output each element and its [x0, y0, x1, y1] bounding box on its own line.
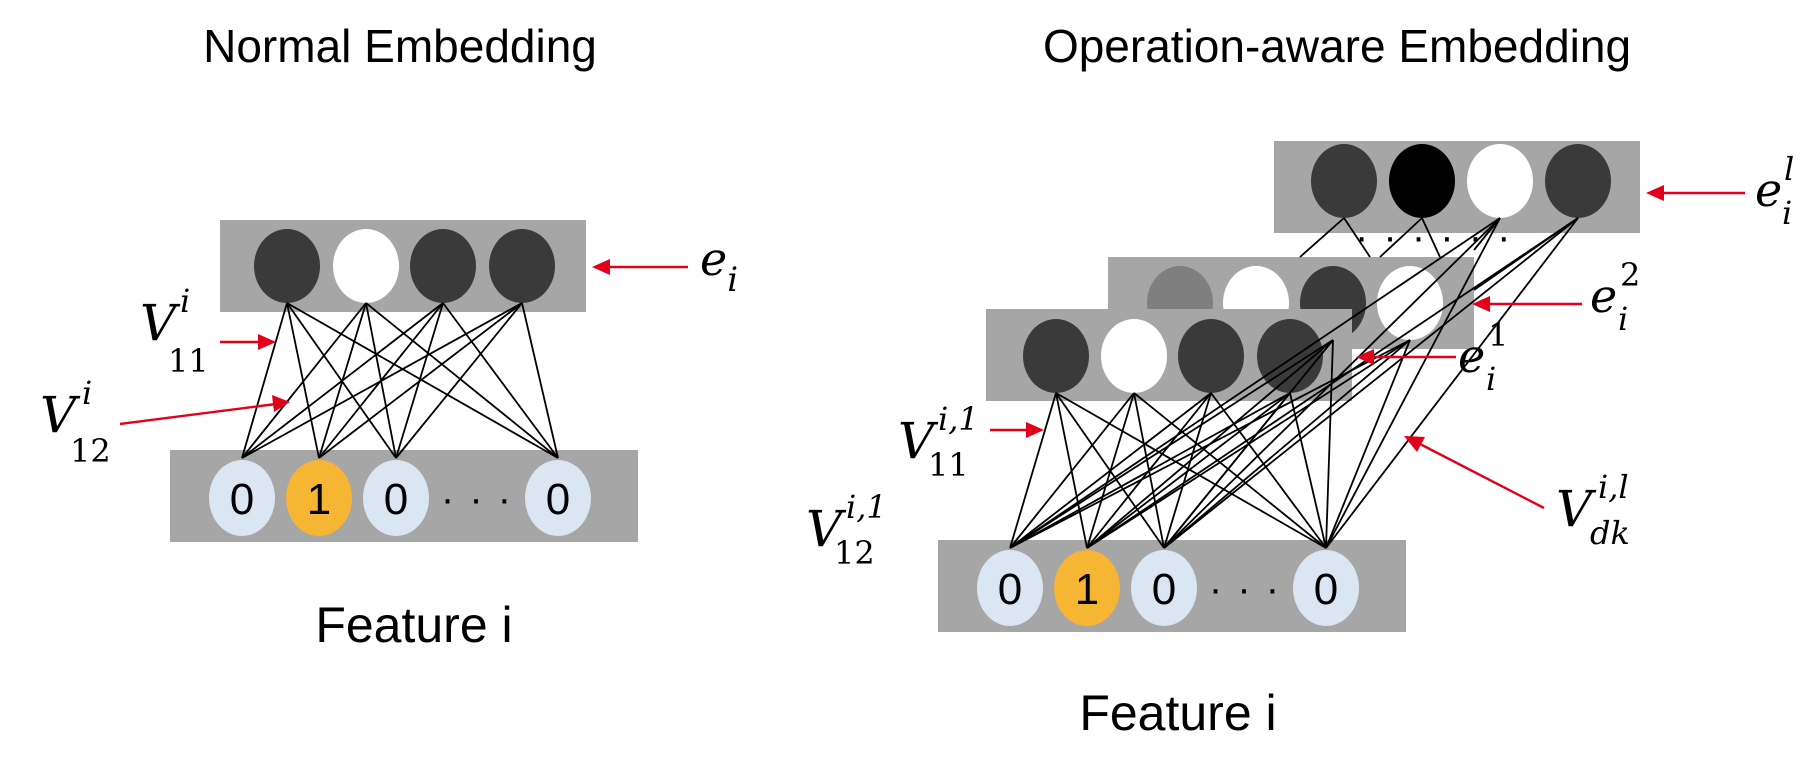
right-e2-arrowhead	[1472, 296, 1490, 312]
left-feature-label: Feature i	[315, 597, 512, 653]
right-vdk-sup: i,l	[1598, 468, 1629, 506]
right-e2-sup: 2	[1620, 256, 1640, 294]
left-v11-sub: 11	[168, 342, 209, 380]
left-e-arrowhead	[592, 259, 610, 275]
right-layer-1-node	[1178, 319, 1244, 393]
right-el-base: e	[1755, 163, 1782, 217]
right-layer-l-node	[1389, 144, 1455, 218]
left-onehot-node	[363, 460, 429, 536]
left-embedding-node	[489, 229, 555, 303]
right-v12-base: V	[806, 500, 847, 558]
left-embedding-node	[410, 229, 476, 303]
right-layer-l-node	[1311, 144, 1377, 218]
right-onehot-node	[977, 550, 1043, 626]
left-v12-arrow	[119, 402, 277, 426]
left-v12-label: V	[40, 386, 81, 444]
left-embedding-node	[254, 229, 320, 303]
left-onehot-node	[525, 460, 591, 536]
right-e1-sub: i	[1486, 360, 1496, 398]
left-onehot-node	[209, 460, 275, 536]
left-onehot-value: 1	[307, 475, 331, 524]
right-layer-1-node	[1101, 319, 1167, 393]
left-onehot-value: 0	[384, 475, 408, 524]
right-v12-sup: i,1	[846, 488, 887, 526]
left-onehot-value: 0	[230, 475, 254, 524]
left-v12-sub: 12	[70, 432, 111, 470]
right-feature-label: Feature i	[1079, 685, 1276, 741]
left-title: Normal Embedding	[203, 20, 597, 72]
right-v11-base: V	[898, 412, 939, 470]
right-el-sup: l	[1784, 150, 1794, 188]
left-embedding-node	[333, 229, 399, 303]
right-layer-l-node	[1467, 144, 1533, 218]
right-onehot-value: 1	[1075, 565, 1099, 614]
left-onehot-value: 0	[546, 475, 570, 524]
right-layer-1-node	[1257, 319, 1323, 393]
right-v11-arrowhead	[1026, 422, 1044, 438]
right-v12-sub: 12	[834, 534, 875, 572]
left-onehot-ellipsis: · · ·	[441, 477, 513, 521]
right-weight-lines	[1009, 217, 1579, 549]
right-onehot-value: 0	[1152, 565, 1176, 614]
right-v11-sub: 11	[928, 446, 969, 484]
right-layer-dots: · · · · · ·	[1355, 215, 1513, 259]
left-e-label: ei	[700, 232, 738, 300]
right-onehot-node-active	[1054, 550, 1120, 626]
right-e1-sup: 1	[1488, 316, 1508, 354]
right-onehot-ellipsis: · · ·	[1209, 567, 1281, 611]
right-onehot-node	[1131, 550, 1197, 626]
left-onehot-node-active	[286, 460, 352, 536]
right-onehot-value: 0	[1314, 565, 1338, 614]
left-v11-label: V	[140, 294, 181, 352]
left-weight-lines	[241, 302, 559, 459]
right-vdk-arrow	[1419, 442, 1545, 510]
right-el-arrowhead	[1646, 185, 1664, 201]
left-v11-sup: i	[180, 282, 190, 320]
right-layer-l-node	[1545, 144, 1611, 218]
left-v12-arrowhead	[272, 395, 290, 412]
right-vdk-sub: dk	[1590, 514, 1630, 552]
right-onehot-node	[1293, 550, 1359, 626]
left-v12-sup: i	[82, 374, 92, 412]
right-e2-sub: i	[1618, 300, 1628, 338]
left-v11-arrowhead	[258, 334, 276, 350]
right-layer-1-node	[1023, 319, 1089, 393]
right-v11-sup: i,1	[938, 400, 979, 438]
right-onehot-value: 0	[998, 565, 1022, 614]
right-title: Operation-aware Embedding	[1043, 20, 1631, 72]
right-el-sub: i	[1782, 194, 1792, 232]
right-e2-base: e	[1590, 269, 1617, 323]
right-vdk-arrowhead	[1404, 436, 1425, 452]
right-vdk-base: V	[1556, 480, 1597, 538]
right-e1-arrowhead	[1356, 349, 1374, 365]
right-e1-base: e	[1458, 329, 1485, 383]
